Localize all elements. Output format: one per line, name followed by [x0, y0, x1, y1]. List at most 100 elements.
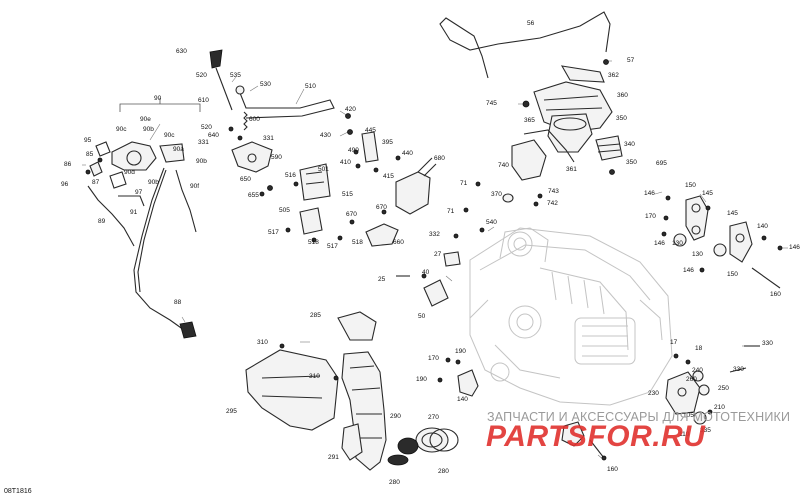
callout-label: 280: [389, 479, 400, 486]
part-50-plate: [423, 279, 449, 307]
callout-label: 240: [692, 367, 703, 374]
part-230-bracket: [665, 345, 760, 425]
callout-label: 210: [714, 404, 725, 411]
callout-label: 501: [318, 166, 329, 173]
callout-label: 85: [86, 151, 94, 158]
callout-label: 640: [208, 132, 219, 139]
callout-label: 655: [248, 192, 259, 199]
callout-label: 230: [648, 390, 659, 397]
callout-label: 89: [98, 218, 106, 225]
part-630-knob: [209, 49, 223, 69]
callout-label: 331: [263, 135, 274, 142]
callout-label: 290: [390, 413, 401, 420]
callout-label: 190: [455, 348, 466, 355]
callout-label: 517: [327, 243, 338, 250]
callout-label: 90: [154, 95, 162, 102]
part-370-grommet: [502, 193, 514, 203]
callout-label: 110: [679, 431, 690, 438]
callout-label: 518: [352, 239, 363, 246]
part-140-bracket: [457, 369, 479, 397]
callout-label: 90b: [196, 158, 207, 165]
callout-label: 145: [702, 190, 713, 197]
part-291-elbow: [341, 423, 363, 461]
callout-label: 415: [383, 173, 394, 180]
part-290-air-duct: [341, 351, 387, 471]
callout-label: 87: [92, 179, 100, 186]
callout-label: 260: [686, 376, 697, 383]
part-295-heat-shield: [245, 349, 339, 431]
callout-label: 140: [457, 396, 468, 403]
callout-label: 90b: [148, 179, 159, 186]
callout-label: 332: [429, 231, 440, 238]
callout-label: 517: [268, 229, 279, 236]
callout-label: 86: [64, 161, 72, 168]
callout-label: 130: [672, 240, 683, 247]
callout-label: 440: [402, 150, 413, 157]
callout-label: 350: [626, 159, 637, 166]
callout-label: 335: [700, 427, 711, 434]
callout-label: 146: [644, 190, 655, 197]
part-27-clip: [443, 251, 461, 267]
callout-label: 170: [645, 213, 656, 220]
callout-label: 650: [240, 176, 251, 183]
callout-label: 510: [305, 83, 316, 90]
callout-label: 350: [616, 115, 627, 122]
callout-label: 150: [685, 182, 696, 189]
callout-label: 146: [654, 240, 665, 247]
callout-label: 146: [789, 244, 800, 251]
part-56-hose: [439, 11, 611, 79]
callout-label: 740: [498, 162, 509, 169]
part-90f-hose: [175, 169, 197, 233]
callout-label: 490: [348, 147, 359, 154]
callout-label: 410: [340, 159, 351, 166]
watermark-text: ЗАПЧАСТИ И АКСЕССУАРЫ ДЛЯ МОТОТЕХНИКИ: [487, 410, 791, 424]
callout-label: 600: [249, 116, 260, 123]
callout-label: 91: [130, 209, 138, 216]
callout-label: 330: [733, 366, 744, 373]
callout-label: 331: [198, 139, 209, 146]
callout-label: 535: [230, 72, 241, 79]
part-88-cable: [133, 167, 185, 331]
part-445-bracket: [345, 113, 401, 173]
callout-label: 291: [328, 454, 339, 461]
callout-label: 516: [285, 172, 296, 179]
callout-label: 97: [135, 189, 143, 196]
callout-label: 515: [342, 191, 353, 198]
callout-label: 90c: [164, 132, 175, 139]
callout-label: 88: [174, 299, 182, 306]
callout-label: 660: [393, 239, 404, 246]
callout-label: 170: [428, 355, 439, 362]
callout-label: 90e: [140, 116, 151, 123]
part-270-sleeve: [387, 427, 459, 466]
group-bracket-90: [119, 98, 201, 112]
engine-block-outline: [469, 227, 673, 406]
part-680-bracket: [349, 157, 437, 247]
callout-label: 105: [683, 412, 694, 419]
callout-label: 56: [527, 20, 535, 27]
document-code: 08T1816: [4, 488, 32, 495]
callout-label: 71: [447, 208, 455, 215]
callout-label: 520: [201, 124, 212, 131]
callout-label: 365: [524, 117, 535, 124]
callout-label: 270: [428, 414, 439, 421]
callout-label: 130: [692, 251, 703, 258]
callout-label: 540: [486, 219, 497, 226]
part-150-tensioner: [661, 195, 783, 289]
callout-label: 40: [422, 269, 430, 276]
callout-label: 445: [365, 127, 376, 134]
callout-label: 250: [718, 385, 729, 392]
callout-label: 680: [434, 155, 445, 162]
callout-label: 95: [84, 137, 92, 144]
callout-label: 90c: [116, 126, 127, 133]
callout-label: 160: [607, 466, 618, 473]
callout-label: 145: [727, 210, 738, 217]
callout-label: 27: [434, 251, 442, 258]
callout-label: 280: [438, 468, 449, 475]
part-600-spring: [243, 111, 248, 131]
part-160-bolt: [589, 439, 605, 459]
callout-label: 146: [683, 267, 694, 274]
callout-label: 670: [376, 204, 387, 211]
callout-label: 630: [176, 48, 187, 55]
part-285-cover: [337, 311, 377, 341]
